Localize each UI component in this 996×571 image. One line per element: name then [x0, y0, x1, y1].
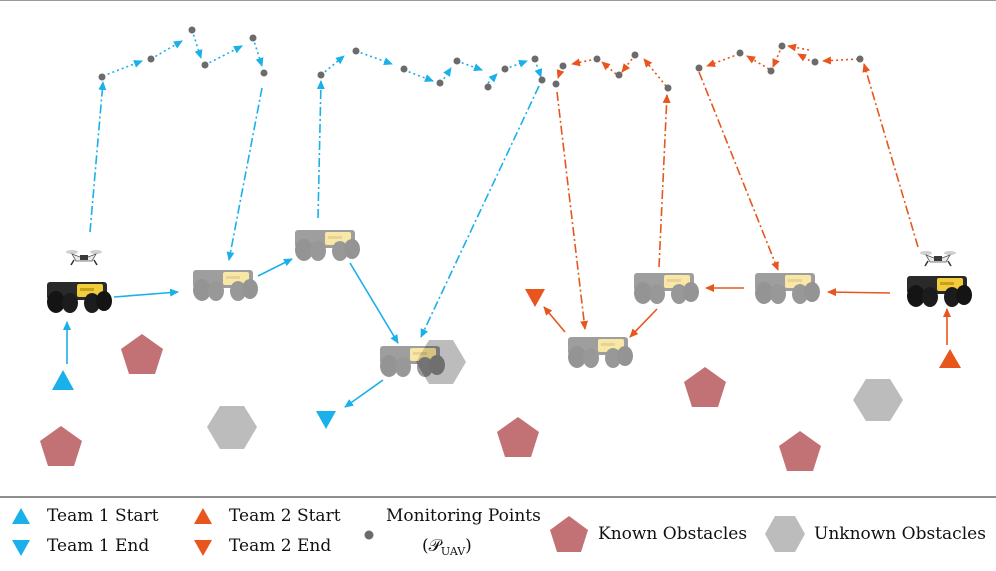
legend-team1-symbols	[12, 508, 30, 556]
monitoring-point	[317, 71, 325, 79]
team2-start-icon	[194, 508, 212, 524]
team2-end-icon	[194, 540, 212, 556]
monitoring-point	[856, 55, 864, 63]
known-obstacles	[40, 334, 821, 471]
frame-top-border	[0, 0, 996, 1]
monitoring-point	[559, 62, 567, 70]
team2-end-marker	[525, 289, 545, 307]
team2-ground-path	[543, 284, 951, 345]
monitoring-point	[695, 64, 703, 72]
monitoring-point	[260, 69, 268, 77]
known-obstacle	[40, 426, 82, 466]
team1-robot-ghost	[295, 230, 360, 261]
monitoring-point	[352, 47, 360, 55]
monitoring-point	[593, 55, 601, 63]
monitoring-point	[249, 34, 257, 42]
team2-robot-ghost	[568, 337, 633, 368]
monitoring-point	[538, 76, 546, 84]
unknown-obstacle	[853, 379, 903, 421]
legend-monitoring-points: Monitoring Points	[386, 506, 541, 526]
monitoring-point	[436, 79, 444, 87]
team1-end-icon	[12, 540, 30, 556]
monitoring-point	[147, 55, 155, 63]
monitoring-point	[188, 26, 196, 34]
monitoring-point	[736, 49, 744, 57]
monitoring-point	[631, 51, 639, 59]
legend-known-obstacles: Known Obstacles	[598, 524, 748, 544]
team1-uav-legs	[89, 80, 540, 338]
legend-team1-end: Team 1 End	[47, 536, 150, 556]
legend-team1-start: Team 1 Start	[47, 506, 159, 526]
monitoring-point	[767, 67, 775, 75]
team1-start-icon	[12, 508, 30, 524]
team1-end-marker	[316, 411, 336, 429]
legend-divider	[0, 496, 996, 498]
known-obstacle	[497, 417, 539, 457]
monitoring-point	[615, 71, 623, 79]
monitoring-point	[531, 55, 539, 63]
unknown-obstacles	[207, 340, 903, 449]
team1-robot-active	[47, 282, 112, 313]
monitoring-point	[811, 58, 819, 66]
team2-robot-active	[907, 276, 972, 307]
team2-robot-ghost	[634, 273, 699, 304]
known-obstacle	[779, 431, 821, 471]
monitoring-point-icon	[364, 530, 374, 540]
team2-robot-ghost	[755, 273, 820, 304]
monitoring-point	[98, 73, 106, 81]
team2-start-marker	[939, 349, 961, 368]
monitoring-point	[201, 61, 209, 69]
monitoring-point	[501, 65, 509, 73]
known-obstacle	[684, 367, 726, 407]
monitoring-points	[98, 26, 864, 92]
monitoring-point	[484, 83, 492, 91]
team2-uav-legs	[556, 63, 919, 330]
monitoring-point	[453, 57, 461, 65]
monitoring-point	[552, 80, 560, 88]
legend-team2-start: Team 2 Start	[229, 506, 341, 526]
monitoring-point	[400, 65, 408, 73]
unknown-obstacle	[207, 406, 257, 449]
team1-start-marker	[52, 370, 74, 390]
known-obstacle-icon	[550, 516, 588, 552]
unknown-obstacle-icon	[765, 516, 805, 552]
ground-robots	[47, 230, 972, 377]
team1-ground-path	[63, 258, 399, 408]
uav-drones	[65, 249, 957, 267]
team1-uav-hops	[102, 29, 543, 84]
team1-robot-ghost	[193, 270, 258, 301]
monitoring-point	[664, 84, 672, 92]
legend-team2-symbols	[194, 508, 212, 556]
team1-robot-ghost	[380, 346, 445, 377]
mission-scene	[40, 26, 972, 471]
legend-monitoring-points-symbol: (𝒫UAV)	[422, 536, 472, 558]
legend: Team 1 Start Team 1 End Team 2 Start Tea…	[0, 498, 996, 571]
known-obstacle	[121, 334, 163, 374]
monitoring-point	[778, 42, 786, 50]
legend-team2-end: Team 2 End	[229, 536, 332, 556]
legend-unknown-obstacles: Unknown Obstacles	[814, 524, 986, 544]
team2-drone-icon	[919, 250, 957, 267]
team1-drone-icon	[65, 249, 103, 266]
team2-uav-hops	[556, 43, 859, 87]
